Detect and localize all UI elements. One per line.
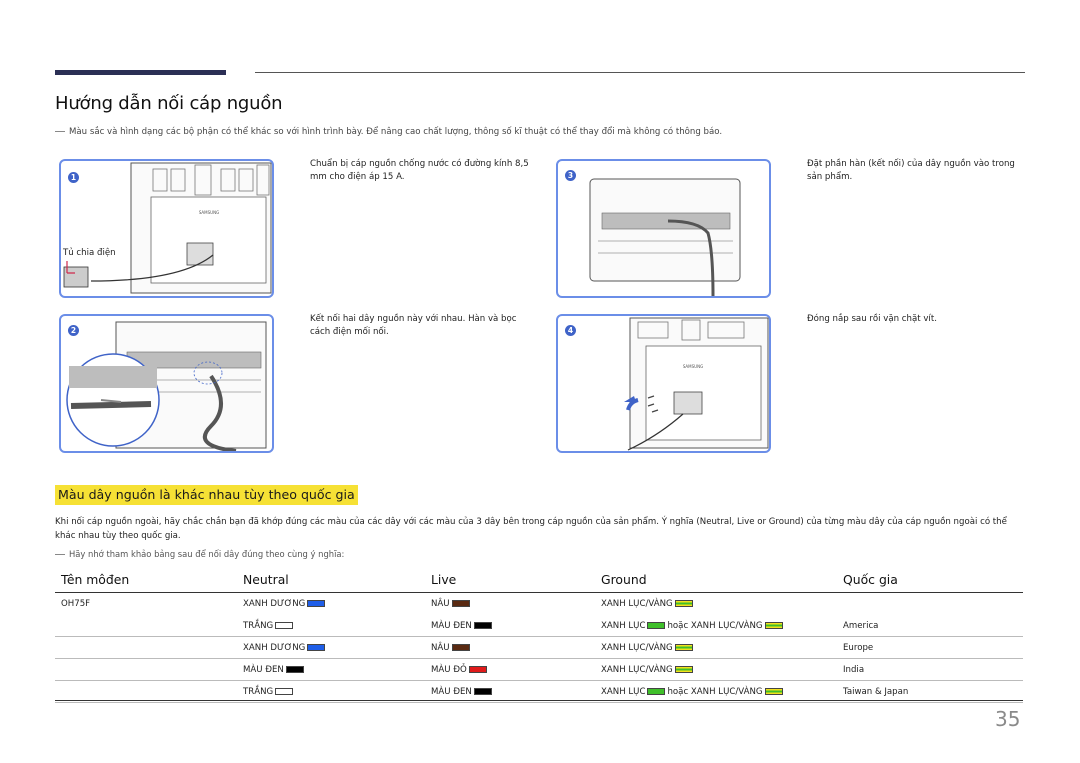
neutral-color-name: TRẮNG <box>243 621 274 631</box>
neutral-color-name: MÀU ĐEN <box>243 665 284 675</box>
neutral-cell: MÀU ĐEN <box>243 665 306 675</box>
ground-cell: XANH LỤC hoặc XANH LỤC/VÀNG <box>601 621 785 631</box>
neutral-cell: TRẮNG <box>243 687 295 697</box>
page-title: Hướng dẫn nối cáp nguồn <box>55 93 283 114</box>
header-accent-bar <box>55 70 226 75</box>
live-cell: NÂU <box>431 599 472 609</box>
section-heading: Màu dây nguồn là khác nhau tùy theo quốc… <box>55 485 358 505</box>
step-1-number: 1 <box>68 172 79 183</box>
step-4-illustration: SAMSUNG <box>624 317 769 451</box>
country-cell: Taiwan & Japan <box>843 687 909 697</box>
neutral-cell: XANH DƯƠNG <box>243 643 327 653</box>
table-row: OH75F XANH DƯƠNG NÂU XANH LỤC/VÀNG <box>55 593 1023 615</box>
ground-alt-name: hoặc XANH LỤC/VÀNG <box>667 687 763 697</box>
ground-color-name: XANH LỤC/VÀNG <box>601 643 673 653</box>
neutral-swatch <box>285 666 304 673</box>
step-4-text: Đóng nắp sau rồi vặn chặt vít. <box>807 314 937 324</box>
country-cell: Europe <box>843 643 874 653</box>
table-row: MÀU ĐEN MÀU ĐỎ XANH LỤC/VÀNG India <box>55 659 1023 681</box>
neutral-swatch <box>275 622 294 629</box>
header-ground: Ground <box>601 572 647 587</box>
wire-color-table: Tên môđen Neutral Live Ground Quốc gia O… <box>55 569 1023 703</box>
ground-color-name: XANH LỤC <box>601 621 646 631</box>
live-swatch <box>468 666 487 673</box>
ground-color-name: XANH LỤC/VÀNG <box>601 665 673 675</box>
distribution-box-label: Tủ chia điện <box>63 248 116 258</box>
ground-green-swatch <box>647 688 666 695</box>
table-row: XANH DƯƠNG NÂU XANH LỤC/VÀNG Europe <box>55 637 1023 659</box>
neutral-swatch <box>275 688 294 695</box>
live-color-name: MÀU ĐEN <box>431 621 472 631</box>
page-number: 35 <box>995 707 1021 731</box>
reference-note-text: Hãy nhớ tham khảo bảng sau để nối dây đú… <box>69 549 345 559</box>
live-color-name: MÀU ĐỎ <box>431 665 467 675</box>
reference-note: Hãy nhớ tham khảo bảng sau để nối dây đú… <box>55 549 344 559</box>
header-neutral: Neutral <box>243 572 289 587</box>
ground-color-name: XANH LỤC/VÀNG <box>601 599 673 609</box>
live-cell: MÀU ĐỎ <box>431 665 489 675</box>
table-body: OH75F XANH DƯƠNG NÂU XANH LỤC/VÀNG TRẮNG MÀU … <box>55 593 1023 703</box>
step-1-illustration: SAMSUNG <box>63 162 272 294</box>
step-2-number: 2 <box>68 325 79 336</box>
ground-alt-name: hoặc XANH LỤC/VÀNG <box>667 621 763 631</box>
live-color-name: MÀU ĐEN <box>431 687 472 697</box>
ground-cell: XANH LỤC/VÀNG <box>601 665 695 675</box>
neutral-color-name: XANH DƯƠNG <box>243 643 306 653</box>
step-1-text: Chuẩn bị cáp nguồn chống nước có đường k… <box>310 159 529 182</box>
neutral-color-name: XANH DƯƠNG <box>243 599 306 609</box>
country-cell: America <box>843 621 879 631</box>
neutral-swatch <box>307 600 326 607</box>
header-live: Live <box>431 572 457 587</box>
table-row: TRẮNG MÀU ĐEN XANH LỤC hoặc XANH LỤC/VÀNG Am… <box>55 615 1023 637</box>
brand-logo: SAMSUNG <box>199 210 219 215</box>
step-2-figure: 2 <box>59 314 274 453</box>
live-swatch <box>473 622 492 629</box>
ground-green-yellow-swatch <box>764 622 783 629</box>
brand-logo: SAMSUNG <box>683 364 703 369</box>
ground-cell: XANH LỤC/VÀNG <box>601 599 695 609</box>
live-color-name: NÂU <box>431 643 450 653</box>
ground-green-yellow-swatch <box>674 644 693 651</box>
model-cell: OH75F <box>61 599 91 609</box>
live-cell: MÀU ĐEN <box>431 687 494 697</box>
live-swatch <box>451 644 470 651</box>
step-3-text: Đặt phần hàn (kết nối) của dây nguồn vào… <box>807 159 1015 182</box>
neutral-cell: TRẮNG <box>243 621 295 631</box>
ground-green-yellow-swatch <box>764 688 783 695</box>
live-cell: MÀU ĐEN <box>431 621 494 631</box>
ground-green-swatch <box>647 622 666 629</box>
note-dash <box>55 131 65 132</box>
table-bottom-rule <box>55 700 1023 701</box>
table-header: Tên môđen Neutral Live Ground Quốc gia <box>55 569 1023 593</box>
note-dash <box>55 554 65 555</box>
country-cell: India <box>843 665 865 675</box>
ground-cell: XANH LỤC/VÀNG <box>601 643 695 653</box>
ground-cell: XANH LỤC hoặc XANH LỤC/VÀNG <box>601 687 785 697</box>
step-1-figure: SAMSUNG 1 Tủ chia điện <box>59 159 274 298</box>
ground-green-yellow-swatch <box>674 666 693 673</box>
step-3-illustration <box>589 178 741 296</box>
step-2-illustration <box>66 321 267 451</box>
section-paragraph: Khi nối cáp nguồn ngoài, hãy chắc chắn b… <box>55 517 1007 541</box>
live-cell: NÂU <box>431 643 472 653</box>
header-country: Quốc gia <box>843 572 898 587</box>
neutral-cell: XANH DƯƠNG <box>243 599 327 609</box>
step-4-number: 4 <box>565 325 576 336</box>
neutral-swatch <box>307 644 326 651</box>
live-color-name: NÂU <box>431 599 450 609</box>
live-swatch <box>473 688 492 695</box>
table-row: TRẮNG MÀU ĐEN XANH LỤC hoặc XANH LỤC/VÀNG Ta… <box>55 681 1023 703</box>
header-rule <box>255 72 1025 73</box>
step-3-figure: 3 <box>556 159 771 298</box>
header-model: Tên môđen <box>61 572 130 587</box>
step-4-figure: SAMSUNG 4 <box>556 314 771 453</box>
live-swatch <box>451 600 470 607</box>
ground-color-name: XANH LỤC <box>601 687 646 697</box>
step-3-number: 3 <box>565 170 576 181</box>
ground-green-yellow-swatch <box>674 600 693 607</box>
neutral-color-name: TRẮNG <box>243 687 274 697</box>
step-2-text: Kết nối hai dây nguồn này với nhau. Hàn … <box>310 314 517 337</box>
disclaimer-text: Màu sắc và hình dạng các bộ phận có thể … <box>69 127 723 137</box>
disclaimer-note: Màu sắc và hình dạng các bộ phận có thể … <box>55 127 722 137</box>
